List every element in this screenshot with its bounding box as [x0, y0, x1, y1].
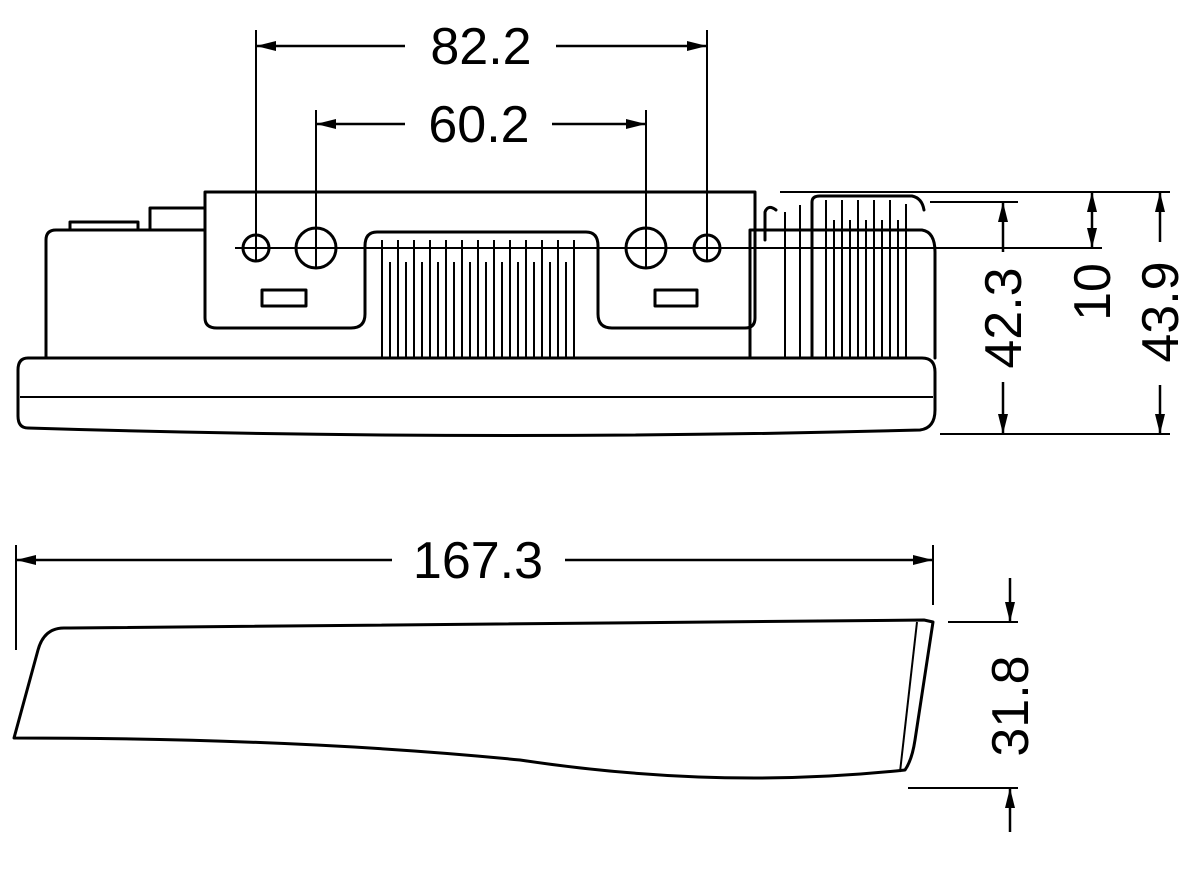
label-42-3: 42.3 — [975, 267, 1033, 368]
dimension-outer-hole-spacing: 82.2 — [255, 18, 708, 262]
center-fins — [381, 240, 575, 358]
dimension-hole-offset: 10 — [1064, 192, 1122, 321]
label-60-2: 60.2 — [428, 96, 529, 154]
mounting-bracket — [203, 190, 757, 330]
dimension-side-depth: 31.8 — [908, 578, 1040, 832]
slot-left — [260, 288, 308, 308]
front-view — [16, 190, 937, 438]
side-profile — [12, 618, 935, 780]
dimension-total-length: 167.3 — [15, 532, 934, 650]
right-fins — [763, 194, 926, 360]
label-167-3: 167.3 — [413, 532, 543, 590]
housing — [44, 228, 937, 360]
dimension-inner-hole-spacing: 60.2 — [315, 96, 647, 268]
label-31-8: 31.8 — [982, 655, 1040, 756]
label-43-9: 43.9 — [1132, 261, 1190, 362]
label-82-2: 82.2 — [430, 18, 531, 76]
dimension-body-height: 42.3 — [975, 202, 1033, 434]
side-view — [12, 618, 935, 780]
dimension-total-height: 43.9 — [1132, 192, 1190, 434]
lens-strip — [16, 356, 937, 438]
label-10: 10 — [1064, 263, 1122, 321]
slot-right — [653, 288, 699, 308]
